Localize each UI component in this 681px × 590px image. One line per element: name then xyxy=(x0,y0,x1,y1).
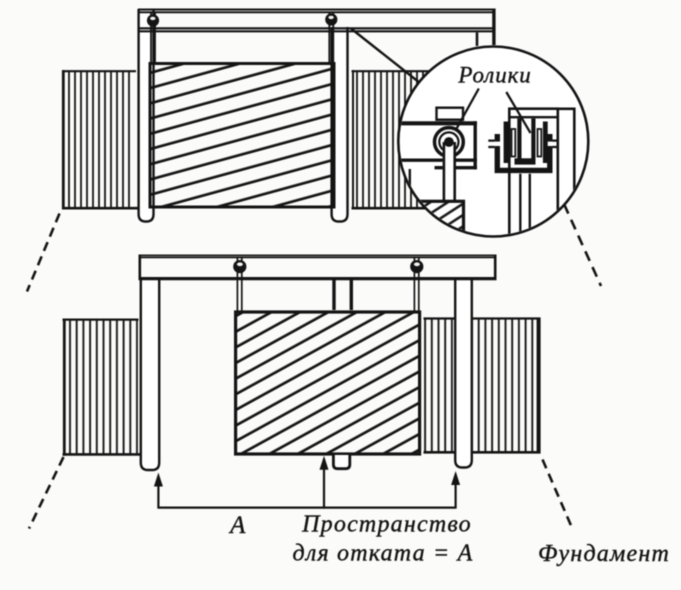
svg-text:для отката = А: для отката = А xyxy=(292,541,473,567)
svg-text:Ролики: Ролики xyxy=(457,63,531,88)
svg-text:Пространство: Пространство xyxy=(301,512,472,538)
svg-text:А: А xyxy=(228,512,246,539)
svg-text:Фундамент: Фундамент xyxy=(538,541,670,567)
